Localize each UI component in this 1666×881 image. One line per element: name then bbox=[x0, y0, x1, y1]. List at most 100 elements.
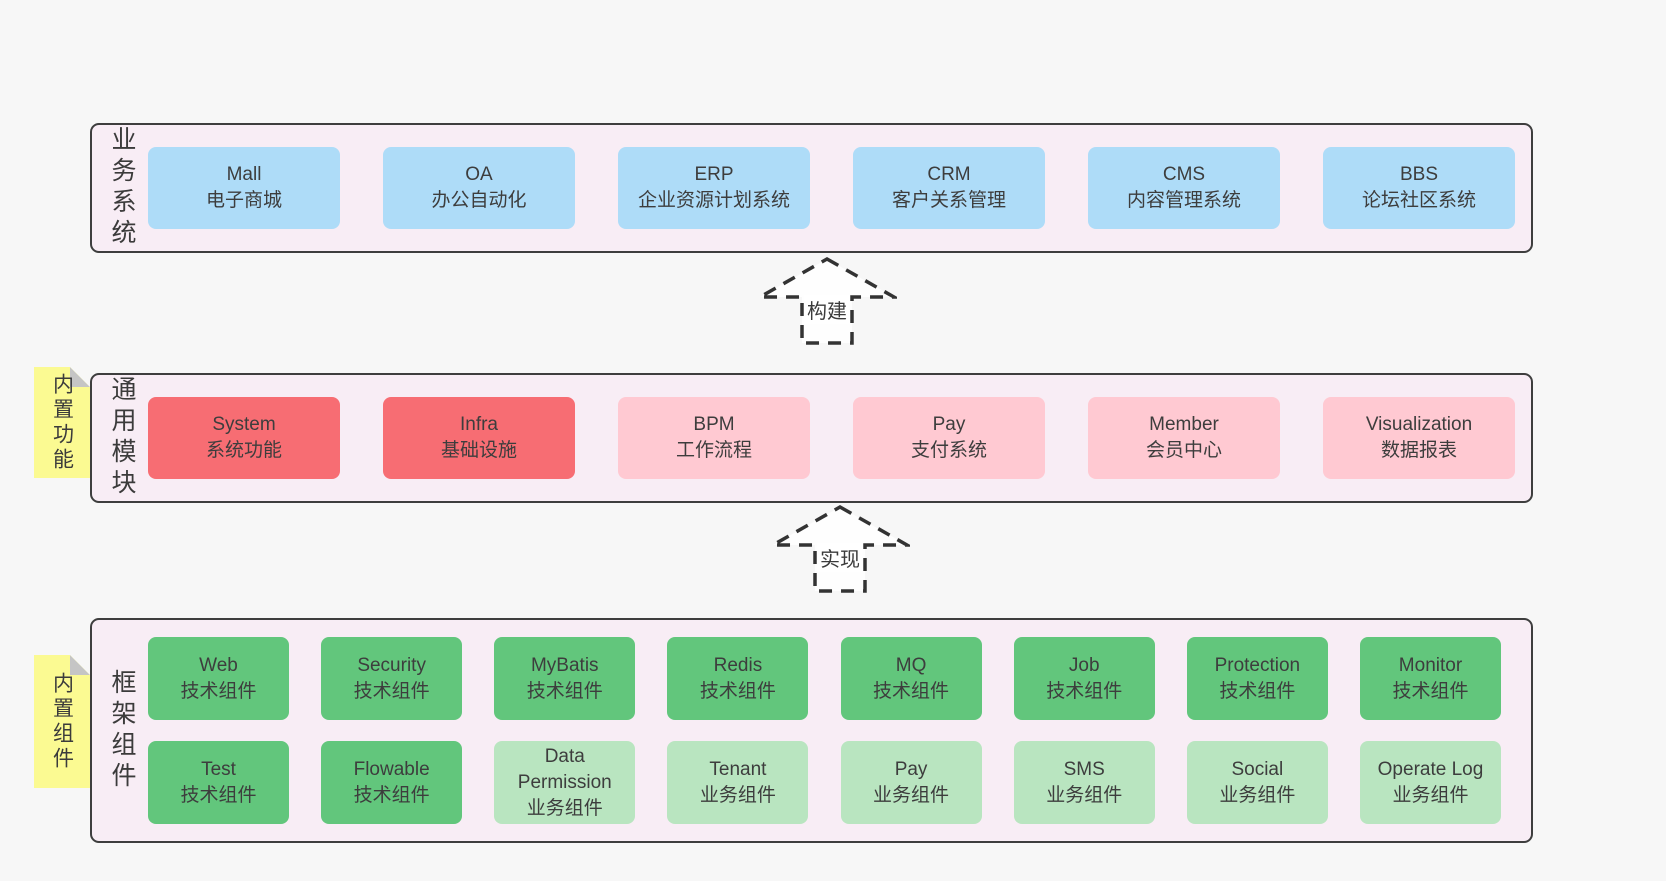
module-desc: 技术组件 bbox=[180, 784, 257, 806]
module-box-sms: SMS 业务组件 bbox=[1013, 741, 1155, 824]
module-desc: 技术组件 bbox=[526, 680, 603, 702]
module-box-data-permission: Data Permission 业务组件 bbox=[494, 741, 636, 824]
module-box-social: Social 业务组件 bbox=[1186, 741, 1328, 824]
module-desc: 业务组件 bbox=[1219, 784, 1296, 806]
module-desc: 技术组件 bbox=[353, 784, 430, 806]
module-box-erp: ERP 企业资源计划系统 bbox=[618, 147, 810, 229]
module-desc: 办公自动化 bbox=[431, 190, 527, 211]
module-name: Monitor bbox=[1398, 654, 1463, 676]
layer-common-modules: 通用模块 System 系统功能 Infra 基础设施 BPM 工作流程 Pay 支付系统 Me… bbox=[90, 373, 1533, 503]
layer-side-label: 通用模块 bbox=[108, 376, 136, 500]
module-desc: 电子商城 bbox=[205, 190, 282, 211]
module-name: CRM bbox=[927, 164, 971, 185]
module-desc: 工作流程 bbox=[675, 440, 752, 461]
module-name: Pay bbox=[894, 758, 928, 780]
module-name: Member bbox=[1149, 414, 1219, 435]
module-box-visualization: Visualization 数据报表 bbox=[1323, 397, 1515, 479]
module-name: ERP bbox=[694, 164, 734, 185]
module-desc: 技术组件 bbox=[1392, 680, 1469, 702]
module-name: Redis bbox=[713, 654, 763, 676]
module-name: Mall bbox=[226, 164, 262, 185]
module-name: MQ bbox=[895, 654, 927, 676]
module-desc: 客户关系管理 bbox=[891, 190, 1006, 211]
framework-components-row-2: Test 技术组件 Flowable 技术组件 Data Permission 业务组件 T… bbox=[148, 741, 1501, 824]
arrow-implement: 实现 bbox=[770, 504, 910, 594]
module-box-protection: Protection 技术组件 bbox=[1186, 637, 1328, 720]
module-name: BPM bbox=[693, 414, 735, 435]
module-desc: 业务组件 bbox=[1046, 784, 1123, 806]
module-box-flowable: Flowable 技术组件 bbox=[321, 741, 463, 824]
module-name: Infra bbox=[459, 414, 499, 435]
module-box-pay: Pay 支付系统 bbox=[853, 397, 1045, 479]
module-name: BBS bbox=[1399, 164, 1439, 185]
module-box-security: Security 技术组件 bbox=[321, 637, 463, 720]
module-box-mybatis: MyBatis 技术组件 bbox=[494, 637, 636, 720]
layer-side-label: 业务系统 bbox=[108, 126, 136, 250]
module-name: Test bbox=[201, 758, 236, 780]
module-desc: 内容管理系统 bbox=[1126, 190, 1241, 211]
arrow-build: 构建 bbox=[757, 256, 897, 346]
module-name: CMS bbox=[1162, 164, 1206, 185]
module-name: System bbox=[212, 414, 276, 435]
module-box-bbs: BBS 论坛社区系统 bbox=[1323, 147, 1515, 229]
module-box-system: System 系统功能 bbox=[148, 397, 340, 479]
layer-business-systems: 业务系统 Mall 电子商城 OA 办公自动化 ERP 企业资源计划系统 CRM 客户关系管理… bbox=[90, 123, 1533, 253]
module-desc: 技术组件 bbox=[353, 680, 430, 702]
module-name: Data Permission bbox=[517, 745, 612, 793]
module-box-job: Job 技术组件 bbox=[1013, 637, 1155, 720]
module-desc: 技术组件 bbox=[1046, 680, 1123, 702]
module-name: Job bbox=[1068, 654, 1100, 676]
module-desc: 支付系统 bbox=[910, 440, 987, 461]
business-systems-boxes: Mall 电子商城 OA 办公自动化 ERP 企业资源计划系统 CRM 客户关系管理 CMS 内容… bbox=[148, 125, 1515, 251]
sticky-note-label: 内置组件 bbox=[50, 671, 74, 772]
arrow-label: 构建 bbox=[804, 295, 850, 324]
sticky-note-label: 内置功能 bbox=[50, 372, 74, 473]
layer-side-label: 框架组件 bbox=[108, 668, 136, 793]
module-name: Operate Log bbox=[1377, 758, 1484, 780]
module-name: Pay bbox=[932, 414, 966, 435]
module-box-pay: Pay 业务组件 bbox=[840, 741, 982, 824]
module-name: Visualization bbox=[1365, 414, 1473, 435]
module-box-oa: OA 办公自动化 bbox=[383, 147, 575, 229]
module-name: OA bbox=[465, 164, 493, 185]
module-name: Tenant bbox=[709, 758, 767, 780]
common-modules-boxes: System 系统功能 Infra 基础设施 BPM 工作流程 Pay 支付系统 Member 会… bbox=[148, 375, 1515, 501]
module-box-cms: CMS 内容管理系统 bbox=[1088, 147, 1280, 229]
module-name: Protection bbox=[1214, 654, 1301, 676]
module-desc: 数据报表 bbox=[1380, 440, 1457, 461]
module-desc: 会员中心 bbox=[1145, 440, 1222, 461]
module-box-infra: Infra 基础设施 bbox=[383, 397, 575, 479]
module-desc: 业务组件 bbox=[873, 784, 950, 806]
module-name: SMS bbox=[1063, 758, 1105, 780]
module-box-operate-log: Operate Log 业务组件 bbox=[1359, 741, 1501, 824]
module-desc: 技术组件 bbox=[699, 680, 776, 702]
module-box-redis: Redis 技术组件 bbox=[667, 637, 809, 720]
module-desc: 系统功能 bbox=[205, 440, 282, 461]
module-name: Social bbox=[1231, 758, 1284, 780]
module-name: MyBatis bbox=[530, 654, 599, 676]
module-desc: 业务组件 bbox=[1392, 784, 1469, 806]
module-desc: 业务组件 bbox=[526, 797, 603, 819]
module-name: Flowable bbox=[353, 758, 430, 780]
module-box-test: Test 技术组件 bbox=[148, 741, 289, 824]
module-box-member: Member 会员中心 bbox=[1088, 397, 1280, 479]
module-box-bpm: BPM 工作流程 bbox=[618, 397, 810, 479]
arrow-label: 实现 bbox=[817, 543, 863, 572]
sticky-note-builtin-features: 内置功能 bbox=[34, 367, 90, 478]
module-desc: 技术组件 bbox=[1219, 680, 1296, 702]
module-desc: 企业资源计划系统 bbox=[637, 190, 790, 211]
module-desc: 基础设施 bbox=[440, 440, 517, 461]
module-box-mall: Mall 电子商城 bbox=[148, 147, 340, 229]
module-desc: 论坛社区系统 bbox=[1361, 190, 1476, 211]
module-name: Security bbox=[357, 654, 426, 676]
module-box-crm: CRM 客户关系管理 bbox=[853, 147, 1045, 229]
module-box-monitor: Monitor 技术组件 bbox=[1359, 637, 1501, 720]
sticky-note-builtin-components: 内置组件 bbox=[34, 655, 90, 788]
